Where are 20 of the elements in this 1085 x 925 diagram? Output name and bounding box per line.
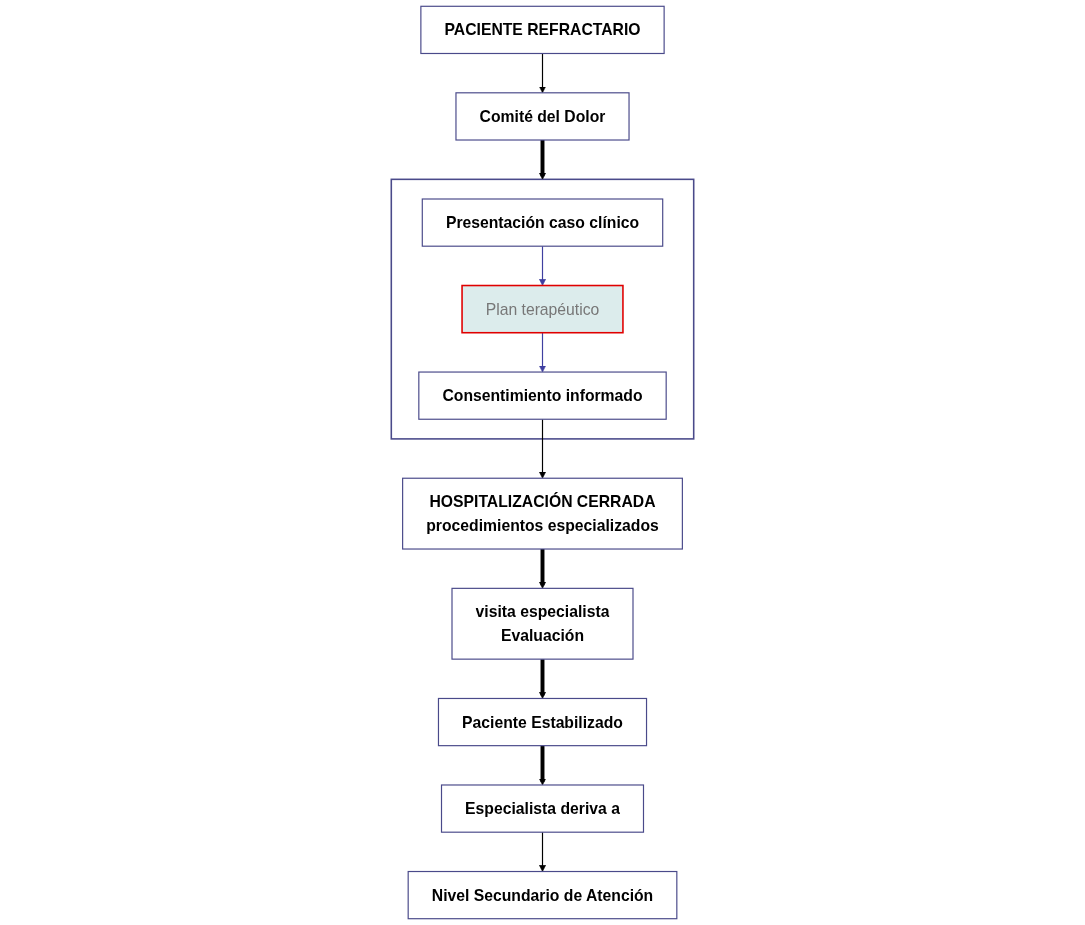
arrow (539, 831, 546, 872)
arrow (539, 659, 546, 699)
arrow (539, 745, 546, 786)
node-box: Comité del Dolor (455, 92, 630, 141)
arrow (539, 52, 546, 94)
arrow (539, 140, 546, 180)
node-box: visita especialista Evaluación (451, 587, 634, 660)
node-box: HOSPITALIZACIÓN CERRADA procedimientos especializados (402, 477, 683, 550)
arrow (539, 245, 546, 286)
node-box: Consentimiento informado (418, 371, 667, 420)
node-box: Paciente Estabilizado (437, 697, 648, 747)
cluster (390, 178, 695, 440)
arrow (539, 549, 546, 589)
node-box: Especialista deriva a (440, 784, 645, 833)
node-box: Plan terapéutico (461, 284, 624, 334)
arrow (539, 418, 546, 479)
arrow (539, 332, 546, 373)
node-box: Presentación caso clínico (421, 198, 664, 247)
node-box: Nivel Secundario de Atención (407, 870, 678, 920)
node-box: PACIENTE REFRACTARIO (420, 5, 665, 55)
